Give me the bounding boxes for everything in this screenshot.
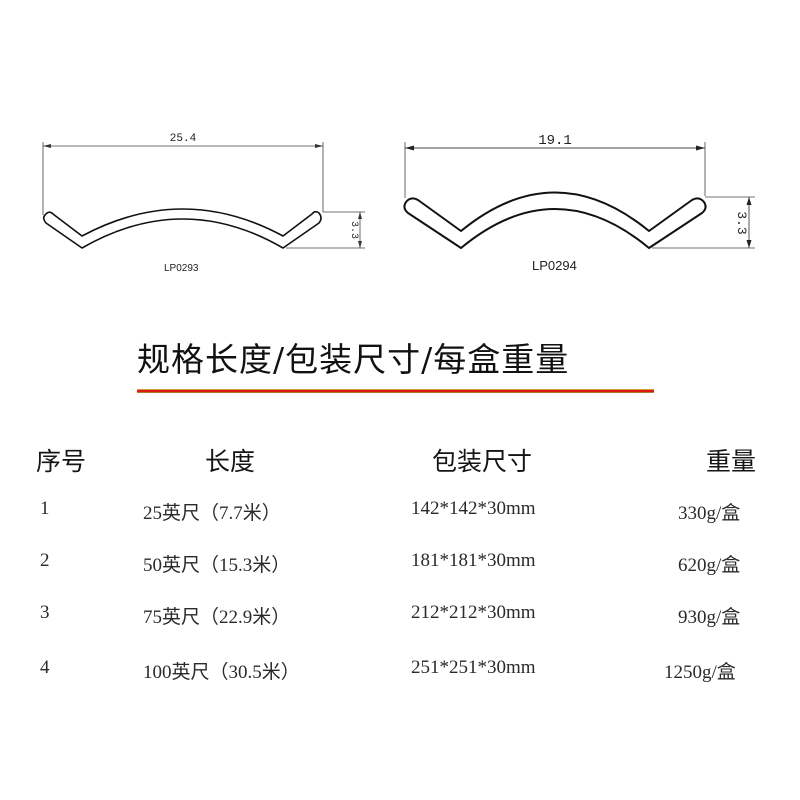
header-length: 长度 — [205, 447, 256, 476]
header-index: 序号 — [36, 447, 87, 476]
header-weight: 重量 — [706, 447, 757, 476]
row-4-index: 4 — [40, 657, 50, 678]
svg-text:3.3: 3.3 — [734, 211, 749, 234]
row-3-length: 75英尺（22.9米） — [143, 607, 291, 628]
row-3-weight: 930g/盒 — [678, 607, 741, 628]
svg-text:3.3: 3.3 — [348, 221, 359, 239]
profile-drawing-lp0294: 19.1 3.3 — [390, 120, 770, 290]
svg-text:19.1: 19.1 — [538, 133, 572, 149]
profile-cross-section-icon: 19.1 3.3 — [403, 133, 755, 249]
row-1-length: 25英尺（7.7米） — [143, 503, 281, 524]
part-code-lp0294: LP0294 — [532, 258, 577, 273]
row-3-package: 212*212*30mm — [411, 602, 536, 623]
row-4-package: 251*251*30mm — [411, 657, 536, 678]
row-3-index: 3 — [40, 602, 50, 623]
header-package: 包装尺寸 — [432, 447, 533, 476]
row-4-weight: 1250g/盒 — [664, 662, 736, 683]
row-1-package: 142*142*30mm — [411, 498, 536, 519]
part-code-lp0293: LP0293 — [164, 263, 199, 274]
section-title: 规格长度/包装尺寸/每盒重量 — [137, 340, 570, 379]
row-4-length: 100英尺（30.5米） — [143, 662, 300, 683]
profile-cross-section-icon: 25.4 3.3 — [42, 133, 365, 249]
row-1-weight: 330g/盒 — [678, 503, 741, 524]
title-underline — [137, 389, 654, 393]
row-2-length: 50英尺（15.3米） — [143, 555, 291, 576]
row-1-index: 1 — [40, 498, 50, 519]
row-2-weight: 620g/盒 — [678, 555, 741, 576]
svg-text:25.4: 25.4 — [170, 133, 197, 145]
row-2-package: 181*181*30mm — [411, 550, 536, 571]
profile-drawing-lp0293: 25.4 3.3 — [30, 120, 370, 290]
row-2-index: 2 — [40, 550, 50, 571]
